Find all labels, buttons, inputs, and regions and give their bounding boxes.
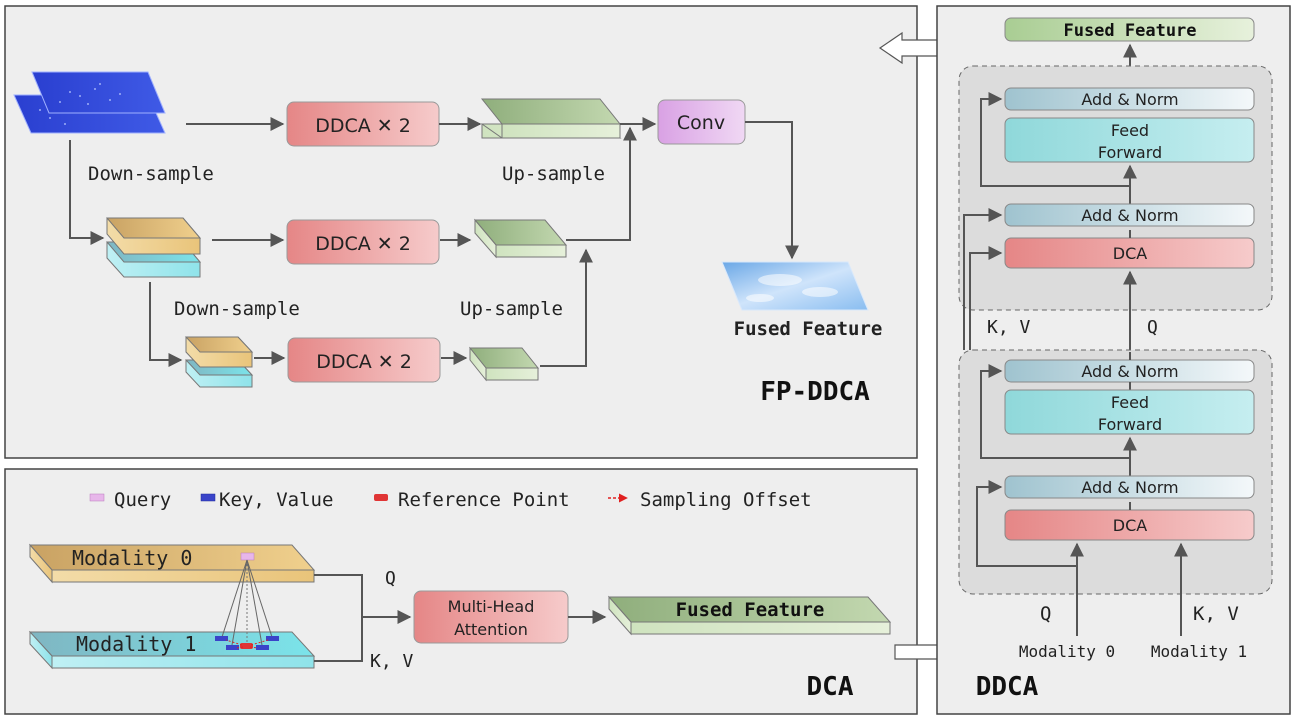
ddca-kv-label: K, V <box>987 317 1031 338</box>
ddca-lower-block <box>958 349 1273 595</box>
query-swatch <box>89 493 105 502</box>
dca-fused-feature-plate: Fused Feature <box>607 595 892 636</box>
lower-ff-line1: Feed <box>1111 393 1149 412</box>
lower-add-norm-bottom-label: Add & Norm <box>1081 478 1178 497</box>
legend-reference-point: Reference Point <box>398 489 570 511</box>
ddca-bottom-q-label: Q <box>1040 603 1051 625</box>
reference-point <box>240 643 253 649</box>
dca-panel: Query Key, Value Reference Point Samplin… <box>4 468 918 715</box>
modality-1-label: Modality 1 <box>76 632 196 656</box>
up-sample-label-1: Up-sample <box>502 163 605 185</box>
ddca-bottom-kv-label: K, V <box>1193 603 1239 625</box>
down-sample-label-1: Down-sample <box>88 163 214 185</box>
fp-ddca-title: FP-DDCA <box>760 377 870 407</box>
conv-label: Conv <box>677 112 725 134</box>
ddca-title: DDCA <box>976 672 1039 702</box>
upper-add-norm-top-label: Add & Norm <box>1081 90 1178 109</box>
up-sample-plate-2 <box>473 218 568 259</box>
down-sample-plate-1 <box>105 217 202 278</box>
up-sample-label-2: Up-sample <box>460 298 563 320</box>
legend-key-value: Key, Value <box>219 489 333 511</box>
modality-0-plate: Modality 0 <box>28 543 316 584</box>
key-value-point <box>266 636 279 641</box>
ddca-block-1-label: DDCA ✕ 2 <box>315 115 411 137</box>
key-value-point <box>226 645 239 650</box>
ddca-modality-0-label: Modality 0 <box>1019 642 1115 661</box>
upper-dca-label: DCA <box>1113 244 1147 263</box>
dca-q-label: Q <box>385 568 396 589</box>
key-value-swatch <box>200 493 216 502</box>
lower-add-norm-bottom <box>1004 475 1255 499</box>
fp-ddca-panel: DDCA ✕ 2 Conv Down-sample Up-sample DD <box>4 5 918 459</box>
down-sample-plate-2 <box>184 336 254 388</box>
fp-output-label: Fused Feature <box>734 318 883 340</box>
ddca-block-3: DDCA ✕ 2 <box>287 337 441 383</box>
upper-ff-line2: Forward <box>1098 143 1162 162</box>
legend-query: Query <box>114 489 171 511</box>
ddca-block-2-label: DDCA ✕ 2 <box>315 233 411 255</box>
lower-ff-line2: Forward <box>1098 415 1162 434</box>
conv-block: Conv <box>657 99 746 145</box>
deformable-sampling-sketch <box>215 552 279 650</box>
ddca-block-3-label: DDCA ✕ 2 <box>316 351 412 373</box>
ddca-block-2: DDCA ✕ 2 <box>286 219 440 265</box>
upper-feed-forward <box>1004 117 1255 163</box>
key-value-point <box>256 645 269 650</box>
ddca-modality-1-label: Modality 1 <box>1151 642 1247 661</box>
ddca-top-output-label: Fused Feature <box>1063 21 1196 41</box>
ddca-top-output <box>1004 17 1255 42</box>
legend-sampling-offset: Sampling Offset <box>640 489 812 511</box>
dca-kv-label: K, V <box>370 651 414 672</box>
dca-legend: Query Key, Value Reference Point Samplin… <box>89 489 812 511</box>
attention-label-line1: Multi-Head <box>448 597 535 616</box>
modality-0-label: Modality 0 <box>72 546 192 570</box>
multi-head-attention-block: Multi-Head Attention <box>413 590 569 644</box>
fused-feature-image <box>721 261 869 311</box>
key-value-point <box>215 636 228 641</box>
dca-output-label: Fused Feature <box>676 599 825 621</box>
dca-title: DCA <box>807 672 854 702</box>
ddca-panel: Fused Feature Add & Norm Feed Forward Ad… <box>936 5 1291 715</box>
input-image-stack <box>13 71 166 134</box>
upper-add-norm-top <box>1004 87 1255 111</box>
up-sample-plate-1 <box>480 98 622 139</box>
up-sample-plate-3 <box>468 346 540 382</box>
reference-point-swatch <box>374 494 388 501</box>
upper-ff-line1: Feed <box>1111 121 1149 140</box>
ddca-block-1: DDCA ✕ 2 <box>286 101 440 147</box>
lower-dca-label: DCA <box>1113 516 1147 535</box>
modality-1-plate: Modality 1 <box>28 630 316 670</box>
upper-add-norm-bottom-label: Add & Norm <box>1081 206 1178 225</box>
lower-add-norm-top-label: Add & Norm <box>1081 362 1178 381</box>
ddca-q-label: Q <box>1147 317 1158 338</box>
upper-add-norm-bottom <box>1004 203 1255 227</box>
query-point <box>240 552 255 561</box>
lower-feed-forward <box>1004 389 1255 435</box>
attention-label-line2: Attention <box>454 620 528 639</box>
down-sample-label-2: Down-sample <box>174 298 300 320</box>
